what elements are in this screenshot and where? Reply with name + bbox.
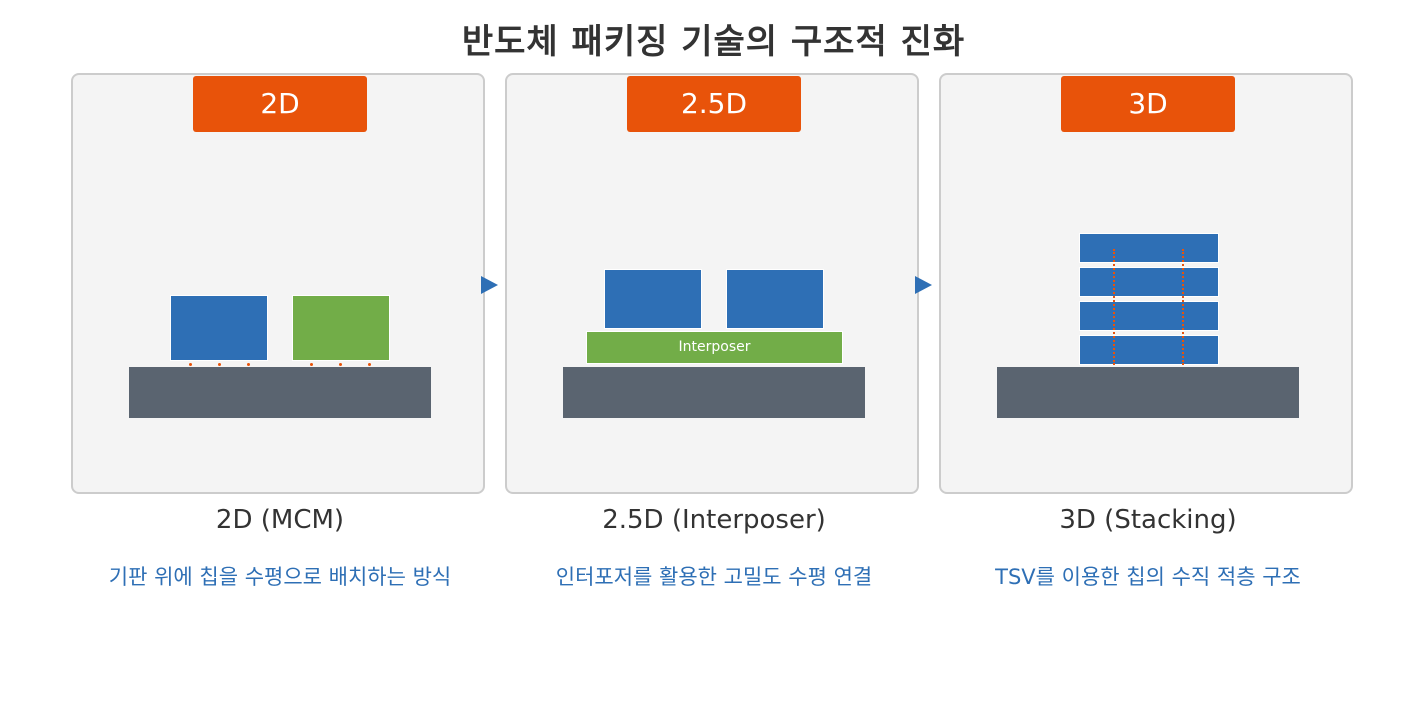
interposer-label: Interposer: [678, 339, 751, 355]
chip-blue: [604, 269, 702, 329]
caption-3d: 3D (Stacking): [1059, 505, 1237, 535]
interposer-layer: Interposer: [586, 331, 843, 364]
solder-bump: [368, 363, 371, 366]
substrate: [129, 367, 431, 418]
arrow-right-icon: [915, 276, 932, 294]
stacked-die: [1079, 233, 1219, 263]
badge-2-5d: 2.5D: [627, 76, 801, 132]
caption-2d: 2D (MCM): [215, 505, 345, 535]
chip-blue: [170, 295, 268, 361]
caption-2-5d: 2.5D (Interposer): [602, 505, 826, 535]
panel-2-5d: 2.5D Interposer: [505, 73, 919, 494]
solder-bump: [339, 363, 342, 366]
solder-bump: [247, 363, 250, 366]
badge-3d: 3D: [1061, 76, 1235, 132]
solder-bump: [218, 363, 221, 366]
chip-green: [292, 295, 390, 361]
description-2d: 기판 위에 칩을 수평으로 배치하는 방식: [108, 565, 452, 589]
panel-2d: 2D: [71, 73, 485, 494]
tsv-via: [1182, 249, 1184, 365]
badge-2d: 2D: [193, 76, 367, 132]
description-2-5d: 인터포저를 활용한 고밀도 수평 연결: [555, 565, 873, 589]
diagram-title: 반도체 패키징 기술의 구조적 진화: [461, 22, 966, 62]
solder-bump: [189, 363, 192, 366]
description-3d: TSV를 이용한 칩의 수직 적층 구조: [995, 565, 1301, 589]
stacked-die: [1079, 301, 1219, 331]
chip-blue: [726, 269, 824, 329]
tsv-via: [1113, 249, 1115, 365]
solder-bump: [310, 363, 313, 366]
stacked-die: [1079, 267, 1219, 297]
substrate: [563, 367, 865, 418]
panel-3d: 3D: [939, 73, 1353, 494]
arrow-right-icon: [481, 276, 498, 294]
stacked-die: [1079, 335, 1219, 365]
substrate: [997, 367, 1299, 418]
